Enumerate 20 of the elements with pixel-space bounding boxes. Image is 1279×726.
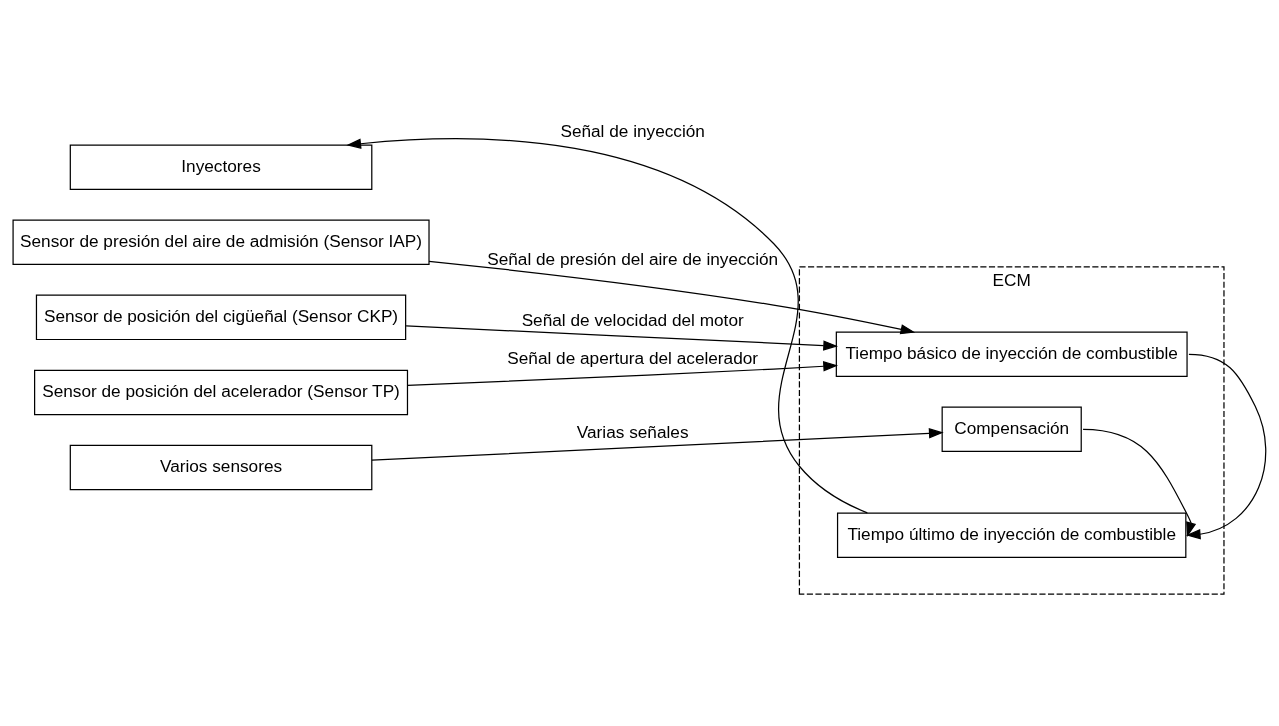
edge-label: Señal de apertura del acelerador [507,347,759,368]
edge-label: Señal de velocidad del motor [521,309,744,330]
node-box: Varios sensores [69,444,373,490]
arrow [1082,428,1197,537]
arrow [405,324,839,351]
node-box: Sensor de posición del cigüeñal (Sensor CKP) [35,294,407,340]
node-box: Sensor de presión del aire de admisión (Sensor IAP) [12,219,430,265]
arrow [371,427,944,461]
edge-label: Señal de presión del aire de inyección [487,248,779,269]
arrow [428,260,916,334]
edge-label: Varias señales [576,421,689,442]
arrow [1185,353,1267,539]
edge-label: Señal de inyección [560,120,705,141]
node-box: Tiempo último de inyección de combustible [836,511,1187,558]
node-box: Sensor de posición del acelerador (Sensor TP) [34,369,409,415]
arrow [346,137,868,513]
node-box: Tiempo básico de inyección de combustible [835,331,1188,377]
node-box: Compensación [941,406,1082,452]
arrow [407,360,838,386]
node-box: Inyectores [69,143,373,190]
